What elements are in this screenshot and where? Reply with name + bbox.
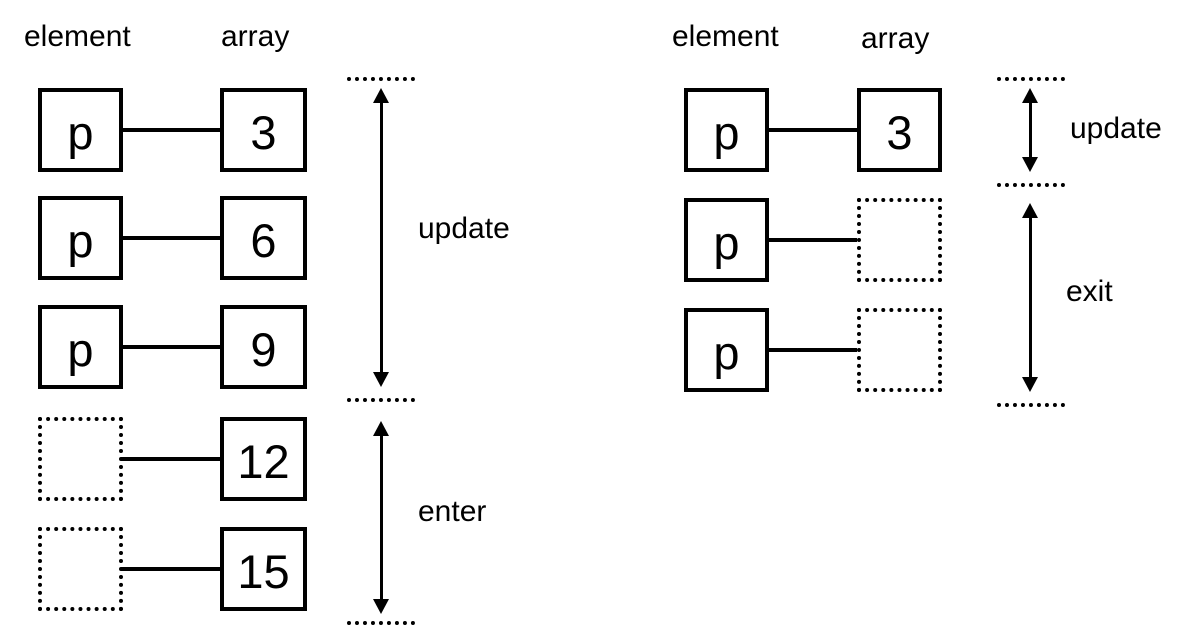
arrow-shaft [1028, 100, 1032, 160]
element-box-label: p [713, 105, 740, 159]
element-box: p [38, 88, 123, 172]
element-column-header: element [672, 20, 779, 53]
array-box-label: 3 [886, 105, 913, 159]
array-box: 3 [857, 88, 942, 172]
dotted-boundary [347, 621, 415, 625]
arrowhead-up-icon [1022, 203, 1038, 218]
enter-span-double-arrow-icon [373, 421, 389, 614]
element-box-empty [38, 417, 123, 501]
box-connector [121, 567, 222, 571]
arrow-shaft [379, 433, 383, 602]
element-box-label: p [713, 325, 740, 379]
element-box: p [684, 198, 769, 282]
box-connector [121, 236, 222, 240]
box-connector [121, 128, 222, 132]
array-box: 6 [220, 196, 307, 280]
dotted-boundary [997, 403, 1065, 407]
array-box: 9 [220, 305, 307, 389]
element-box-label: p [67, 322, 94, 376]
arrowhead-down-icon [373, 599, 389, 614]
enter-label: enter [418, 495, 487, 528]
array-column-header: array [221, 20, 290, 53]
element-box: p [684, 308, 769, 392]
array-box-label: 6 [250, 213, 277, 267]
update-label: update [418, 212, 510, 245]
element-box-label: p [713, 215, 740, 269]
array-column-header: array [861, 22, 930, 55]
array-box-label: 12 [237, 434, 290, 488]
array-box-label: 15 [237, 544, 290, 598]
update-span-double-arrow-icon [1022, 88, 1038, 172]
arrowhead-up-icon [373, 88, 389, 103]
element-box-label: p [67, 105, 94, 159]
dotted-boundary [997, 183, 1065, 187]
arrowhead-down-icon [1022, 377, 1038, 392]
element-box: p [38, 196, 123, 280]
arrow-shaft [379, 100, 383, 375]
array-box-empty [857, 198, 942, 282]
arrowhead-down-icon [373, 372, 389, 387]
dotted-boundary [347, 398, 415, 402]
element-box-label: p [67, 213, 94, 267]
box-connector [767, 128, 859, 132]
element-box: p [38, 305, 123, 389]
arrowhead-up-icon [373, 421, 389, 436]
box-connector [121, 345, 222, 349]
array-box: 15 [220, 527, 307, 611]
update-label: update [1070, 112, 1162, 145]
array-box: 3 [220, 88, 307, 172]
arrowhead-up-icon [1022, 88, 1038, 103]
box-connector [121, 457, 222, 461]
element-box-empty [38, 527, 123, 611]
exit-span-double-arrow-icon [1022, 203, 1038, 392]
element-box: p [684, 88, 769, 172]
update-span-double-arrow-icon [373, 88, 389, 387]
dotted-boundary [347, 77, 415, 81]
array-box-empty [857, 308, 942, 392]
element-column-header: element [24, 20, 131, 53]
box-connector [767, 238, 859, 242]
box-connector [767, 348, 859, 352]
array-box: 12 [220, 417, 307, 501]
array-box-label: 3 [250, 105, 277, 159]
dotted-boundary [997, 77, 1065, 81]
arrow-shaft [1028, 215, 1032, 380]
arrowhead-down-icon [1022, 157, 1038, 172]
exit-label: exit [1066, 275, 1113, 308]
array-box-label: 9 [250, 322, 277, 376]
